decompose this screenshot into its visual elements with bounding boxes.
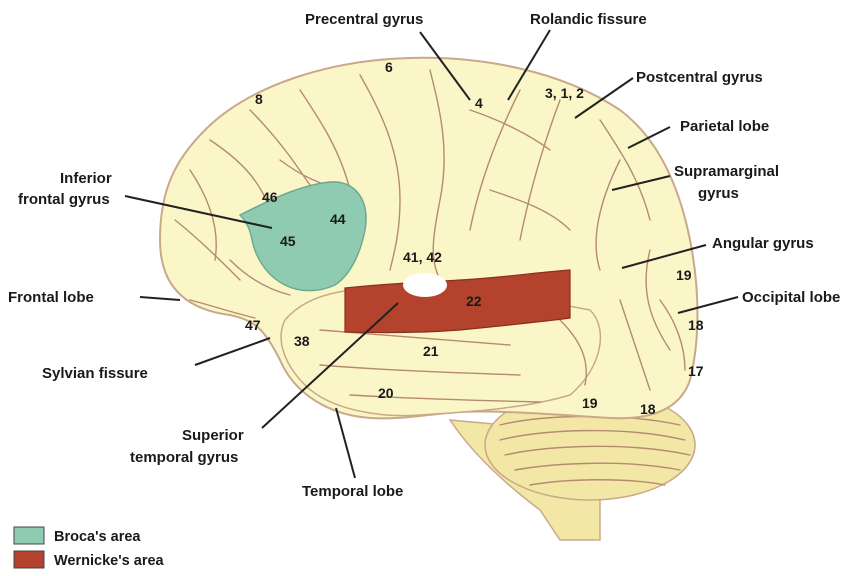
label-supramarginal-gyrus-line1: Supramarginal	[674, 163, 779, 180]
area-number-8: 8	[255, 91, 263, 107]
area-number-38: 38	[294, 333, 310, 349]
label-precentral-gyrus: Precentral gyrus	[305, 11, 423, 28]
area-number-47: 47	[245, 317, 261, 333]
legend-swatch-wernicke	[14, 551, 44, 568]
legend-swatch-broca	[14, 527, 44, 544]
area-number-6: 6	[385, 59, 393, 75]
legend-label-wernicke: Wernicke's area	[54, 553, 165, 569]
area-number-17: 17	[688, 363, 704, 379]
label-occipital-lobe: Occipital lobe	[742, 289, 840, 306]
area-number-3-1-2: 3, 1, 2	[545, 85, 584, 101]
label-sylvian-fissure: Sylvian fissure	[42, 365, 148, 382]
leader-temporal-lobe	[336, 408, 355, 478]
area-number-18-lower: 18	[640, 401, 656, 417]
area-number-45: 45	[280, 233, 296, 249]
area-number-19-upper: 19	[676, 267, 692, 283]
label-superior-temporal-gyrus-line2: temporal gyrus	[130, 449, 238, 466]
area-number-21: 21	[423, 343, 439, 359]
label-temporal-lobe: Temporal lobe	[302, 483, 403, 500]
area-number-44: 44	[330, 211, 346, 227]
label-superior-temporal-gyrus-line1: Superior	[182, 427, 244, 444]
label-rolandic-fissure: Rolandic fissure	[530, 11, 647, 28]
primary-auditory-cortex	[403, 273, 447, 297]
label-inferior-frontal-gyrus-line1: Inferior	[60, 170, 112, 187]
label-postcentral-gyrus: Postcentral gyrus	[636, 69, 763, 86]
label-parietal-lobe: Parietal lobe	[680, 118, 769, 135]
area-number-46: 46	[262, 189, 278, 205]
area-number-22: 22	[466, 293, 482, 309]
legend-label-broca: Broca's area	[54, 529, 141, 545]
area-number-20: 20	[378, 385, 394, 401]
area-number-4: 4	[475, 95, 483, 111]
label-frontal-lobe: Frontal lobe	[8, 289, 94, 306]
leader-sylvian-fissure	[195, 338, 270, 365]
label-supramarginal-gyrus-line2: gyrus	[698, 185, 739, 202]
label-inferior-frontal-gyrus-line2: frontal gyrus	[18, 191, 110, 208]
area-number-18-upper: 18	[688, 317, 704, 333]
label-angular-gyrus: Angular gyrus	[712, 235, 814, 252]
area-number-19-lower: 19	[582, 395, 598, 411]
legend: Broca's area Wernicke's area	[14, 527, 165, 569]
area-number-41-42: 41, 42	[403, 249, 442, 265]
leader-frontal-lobe	[140, 297, 180, 300]
